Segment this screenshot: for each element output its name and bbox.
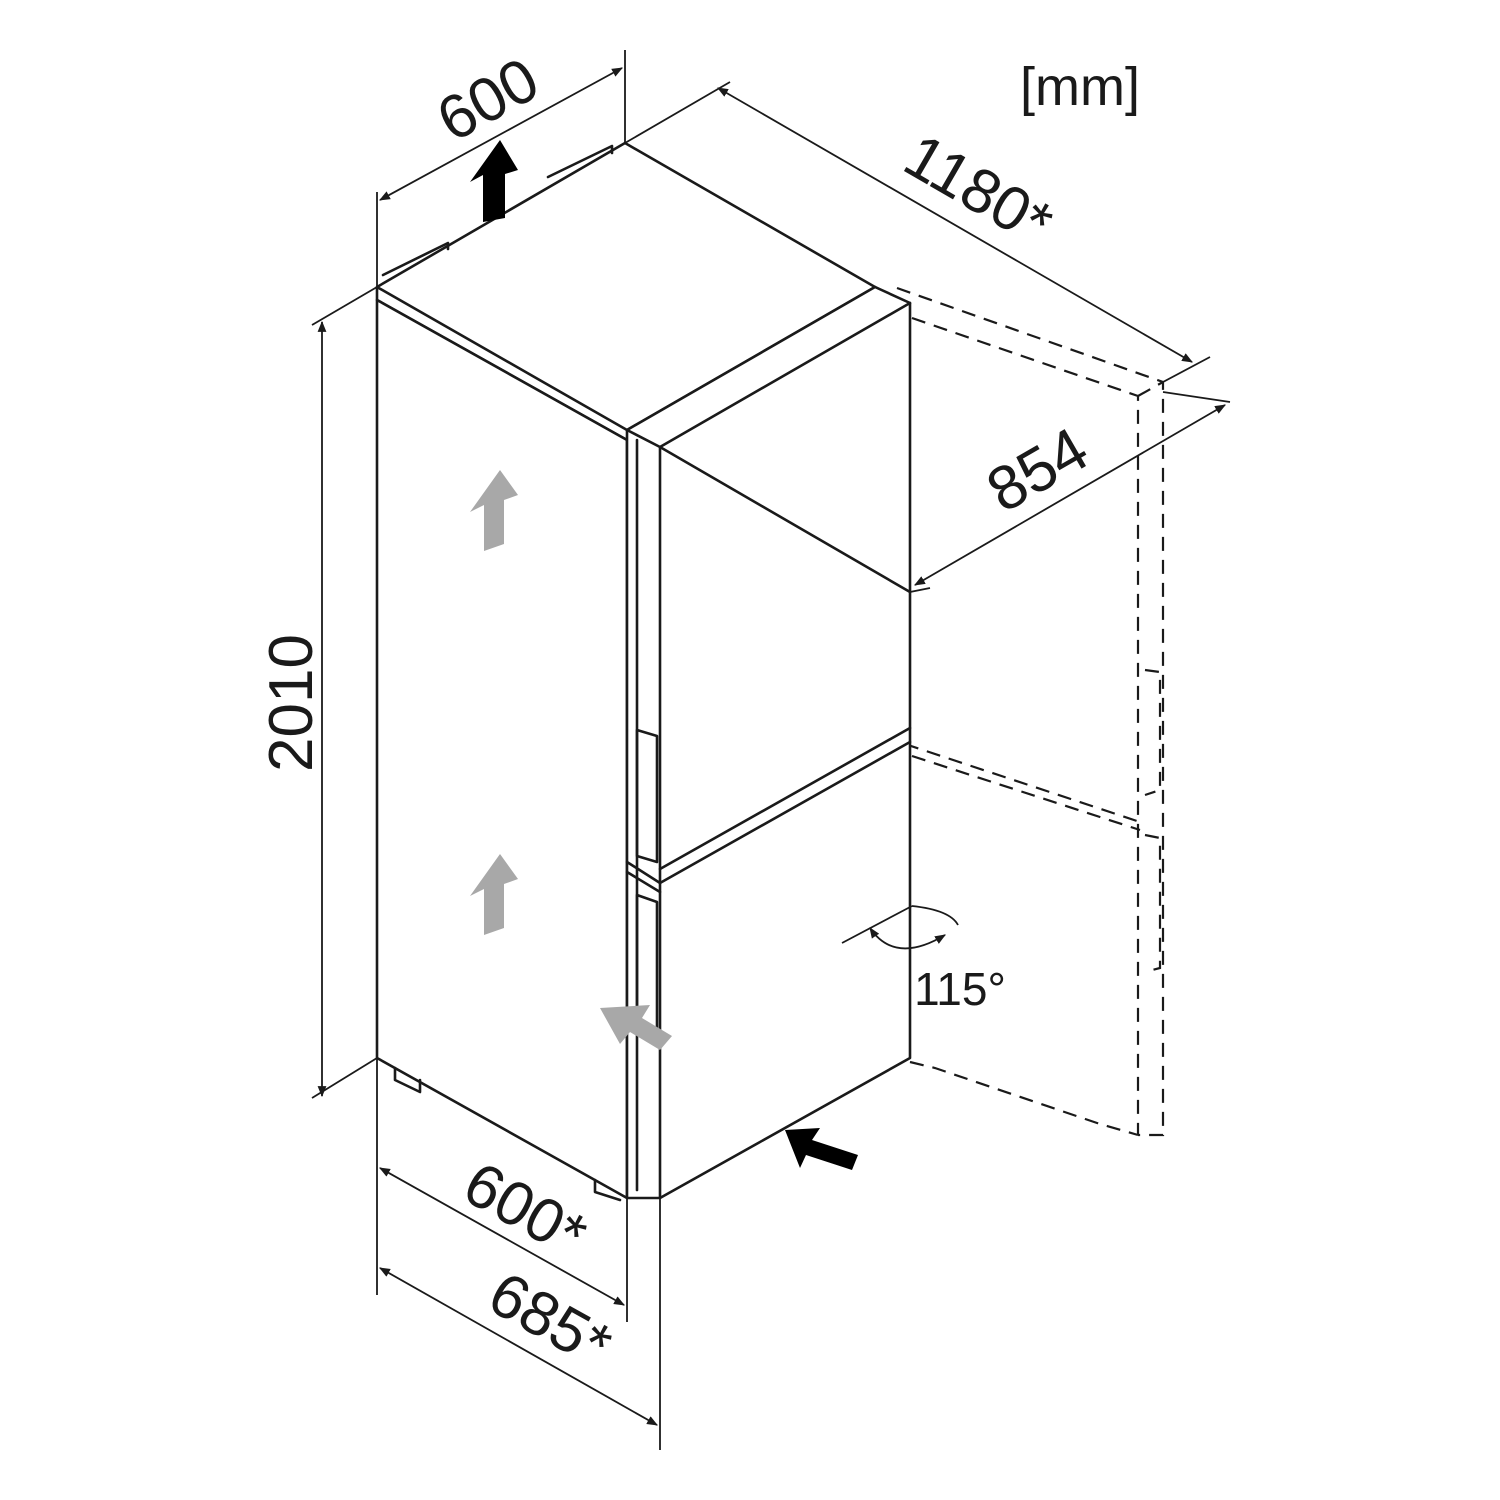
dim-door-open-depth: 854	[976, 415, 1100, 526]
dim-line-opening-depth	[717, 87, 1193, 363]
upper-handle	[635, 728, 659, 864]
side-face	[375, 298, 629, 1200]
dim-line-top-width	[379, 67, 623, 201]
door-angle-indicator	[841, 905, 959, 950]
dim-line-door-open	[914, 404, 1226, 586]
dim-overall-depth: 685*	[477, 1259, 622, 1381]
unit-label: [mm]	[1020, 57, 1140, 117]
front-face	[625, 285, 912, 1200]
airflow-arrows	[470, 470, 672, 1050]
door-angle-label: 115°	[914, 963, 1006, 1015]
dim-top-width: 600	[426, 45, 550, 156]
air-arrow-icon	[600, 1005, 672, 1050]
dim-height: 2010	[257, 634, 326, 772]
air-arrow-icon	[470, 854, 518, 935]
push-arrow-icon	[785, 1128, 858, 1170]
dimension-lines	[317, 67, 1226, 1426]
air-arrow-icon	[470, 470, 518, 551]
dim-line-overall-depth	[379, 1267, 658, 1426]
appliance-body	[375, 141, 912, 1202]
extension-lines	[311, 50, 1231, 1450]
